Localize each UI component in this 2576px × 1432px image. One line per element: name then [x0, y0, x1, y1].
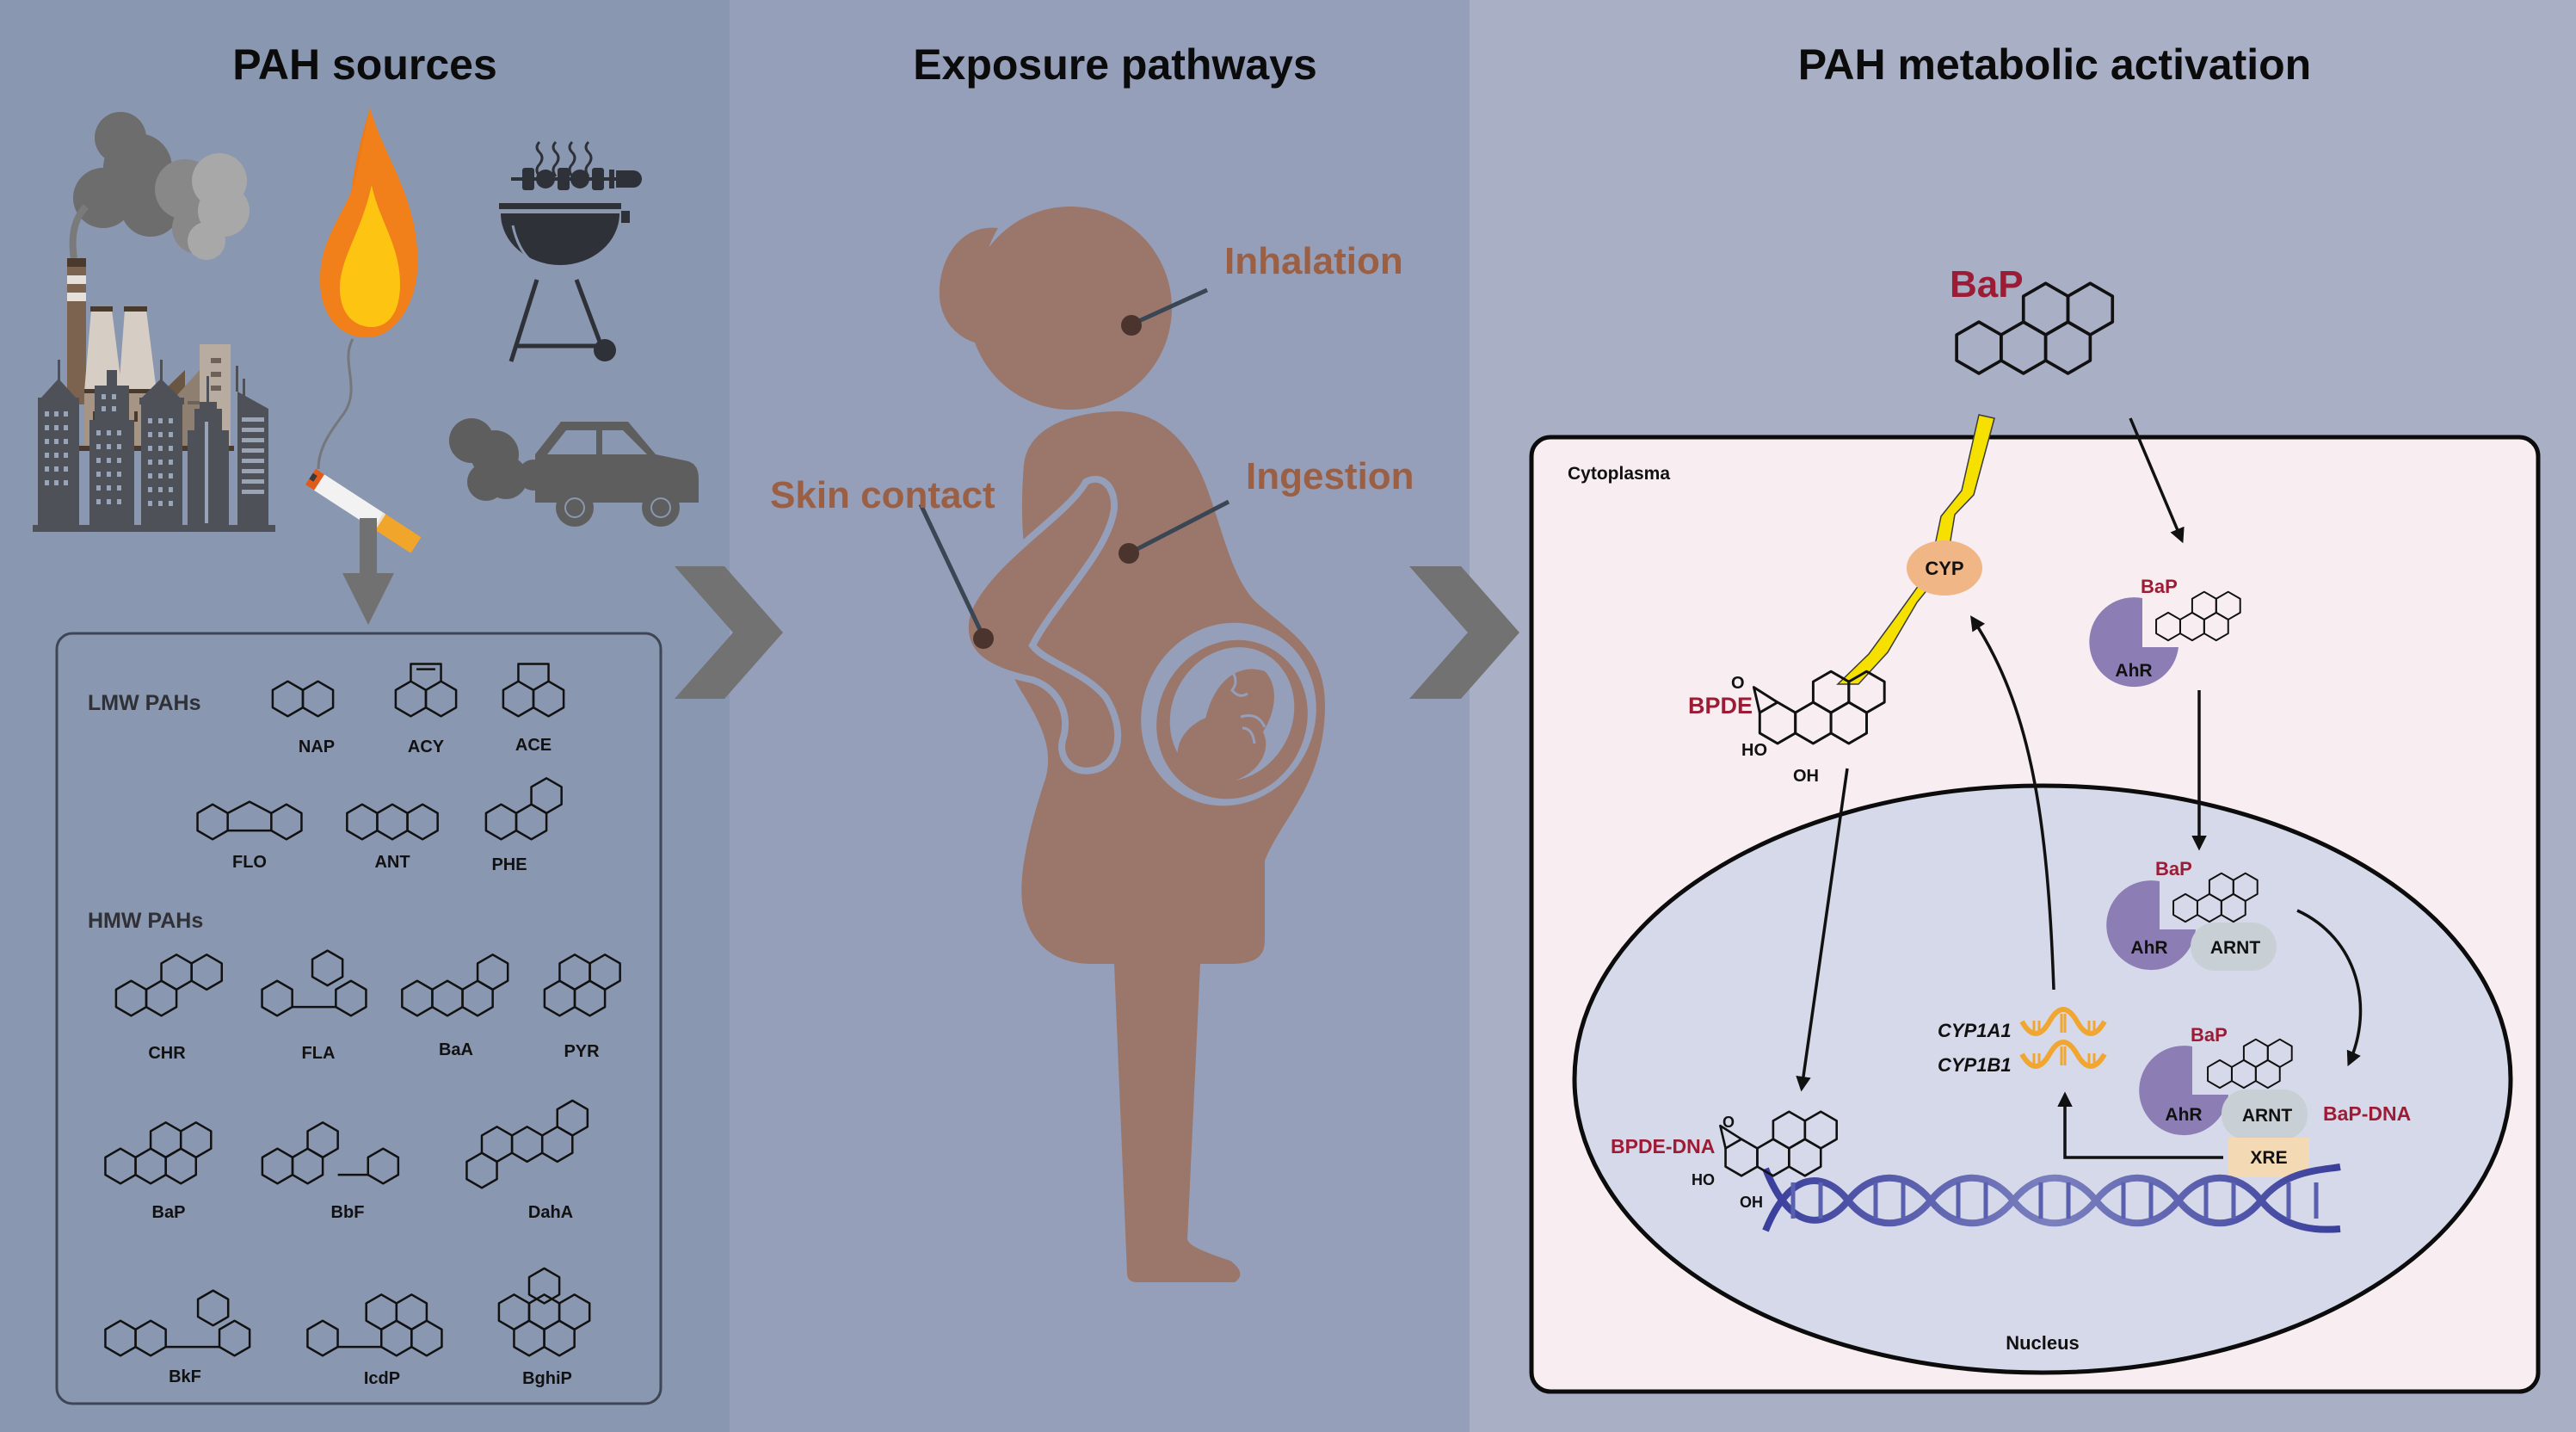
arnt-protein-2: [2222, 1089, 2308, 1139]
ahr-receptor-2: [2106, 880, 2196, 971]
arrow-arnt-to-xre: [2296, 909, 2363, 1067]
cyp-enzyme: [1907, 540, 1982, 596]
dna-helix-icon: [1762, 1164, 2341, 1233]
label-ant: ANT: [374, 853, 410, 872]
label-baa: BaA: [439, 1040, 473, 1059]
arnt-label-1: ARNT: [2210, 938, 2260, 958]
mrna-transcript-icon: [2019, 1007, 2107, 1069]
inhalation-pointer: [1121, 287, 1209, 336]
skin-contact-pointer: [918, 503, 994, 649]
label-flo: FLO: [232, 853, 267, 872]
molecule-acy: [394, 663, 458, 718]
lmw-pahs-label: LMW PAHs: [88, 691, 200, 715]
pathway-skin-contact: Skin contact: [770, 474, 995, 516]
bpde-o-label: O: [1731, 674, 1745, 693]
lightning-metabolism-icon: [1836, 414, 1995, 685]
arrow-bpde-to-dna: [1796, 768, 1849, 1092]
label-acy: ACY: [408, 738, 445, 756]
nucleus-label: Nucleus: [2006, 1332, 2080, 1354]
label-bap: BaP: [152, 1203, 186, 1222]
bap-ahr-label: BaP: [2141, 576, 2178, 597]
ahr-label-1: AhR: [2115, 661, 2152, 681]
label-bkf: BkF: [169, 1367, 201, 1386]
bpde-dna-label: BPDE-DNA: [1611, 1135, 1715, 1157]
city-buildings-icon: [33, 360, 275, 532]
label-icdp: IcdP: [364, 1369, 400, 1388]
molecule-icdp: [306, 1293, 443, 1357]
gene-cyp1b1: CYP1B1: [1938, 1054, 2012, 1076]
hmw-pahs-label: HMW PAHs: [88, 909, 203, 933]
molecule-fla: [261, 949, 367, 1017]
ahr-label-3: AhR: [2165, 1105, 2202, 1125]
ingestion-pointer: [1119, 499, 1230, 564]
label-nap: NAP: [299, 738, 335, 756]
gene-cyp1a1: CYP1A1: [1938, 1020, 2012, 1041]
xre-label: XRE: [2250, 1148, 2287, 1168]
dna-oh-label: OH: [1740, 1194, 1763, 1211]
label-bbf: BbF: [331, 1203, 365, 1222]
molecule-flo: [196, 800, 303, 841]
bap-xre-label: BaP: [2191, 1024, 2228, 1046]
car-exhaust-icon: [449, 418, 699, 527]
label-phe: PHE: [491, 855, 527, 874]
ahr-label-2: AhR: [2130, 938, 2167, 958]
pregnant-woman-figure: [939, 207, 1325, 1282]
pathway-arrows: [1796, 417, 2363, 1159]
label-fla: FLA: [302, 1044, 336, 1063]
arnt-protein: [2191, 923, 2277, 971]
bpde-ho-label: HO: [1741, 741, 1767, 760]
cyp-label: CYP: [1925, 558, 1963, 579]
bap-top-label: BaP: [1950, 263, 2024, 306]
bap-dna-label: BaP-DNA: [2323, 1102, 2411, 1125]
label-pyr: PYR: [564, 1042, 600, 1061]
ahr-receptor-3: [2139, 1046, 2228, 1136]
label-daha: DahA: [528, 1203, 573, 1222]
down-arrow-icon: [342, 518, 394, 625]
bap-arnt-label: BaP: [2155, 858, 2192, 880]
chevron-right-icon-2: [1409, 566, 1519, 699]
arnt-label-2: ARNT: [2242, 1106, 2292, 1126]
cytoplasma-label: Cytoplasma: [1568, 464, 1670, 484]
label-chr: CHR: [148, 1044, 186, 1063]
cigarette-icon: [305, 338, 422, 553]
title-exposure-pathways: Exposure pathways: [913, 40, 1317, 89]
label-ace: ACE: [515, 736, 552, 755]
arrow-cyp-induction: [1970, 615, 2055, 991]
molecule-ace: [502, 663, 565, 718]
arrow-xre-to-mrna: [2057, 1091, 2223, 1159]
dna-o-label: O: [1722, 1114, 1735, 1131]
fire-icon: [319, 108, 418, 338]
molecule-bbf: [261, 1121, 400, 1185]
grill-icon: [499, 140, 642, 362]
ahr-receptor: [2089, 597, 2179, 688]
dna-ho-label: HO: [1692, 1171, 1715, 1188]
bpde-label: BPDE: [1688, 693, 1753, 719]
bpde-dna-molecule: [1719, 1112, 1836, 1176]
bpde-molecule: [1752, 671, 1884, 744]
pathway-ingestion: Ingestion: [1246, 455, 1414, 497]
nucleus: [1572, 783, 2513, 1375]
arrow-bap-to-ahr: [2129, 417, 2185, 544]
bpde-oh-label: OH: [1793, 767, 1819, 786]
title-metabolic-activation: PAH metabolic activation: [1798, 40, 2311, 89]
xre-element: [2228, 1138, 2309, 1177]
molecule-bkf: [104, 1289, 251, 1357]
title-pah-sources: PAH sources: [232, 40, 497, 89]
pathway-inhalation: Inhalation: [1224, 240, 1403, 282]
label-bghip: BghiP: [522, 1369, 572, 1388]
pah-list-box: [55, 632, 662, 1405]
chevron-right-icon-1: [675, 566, 783, 699]
